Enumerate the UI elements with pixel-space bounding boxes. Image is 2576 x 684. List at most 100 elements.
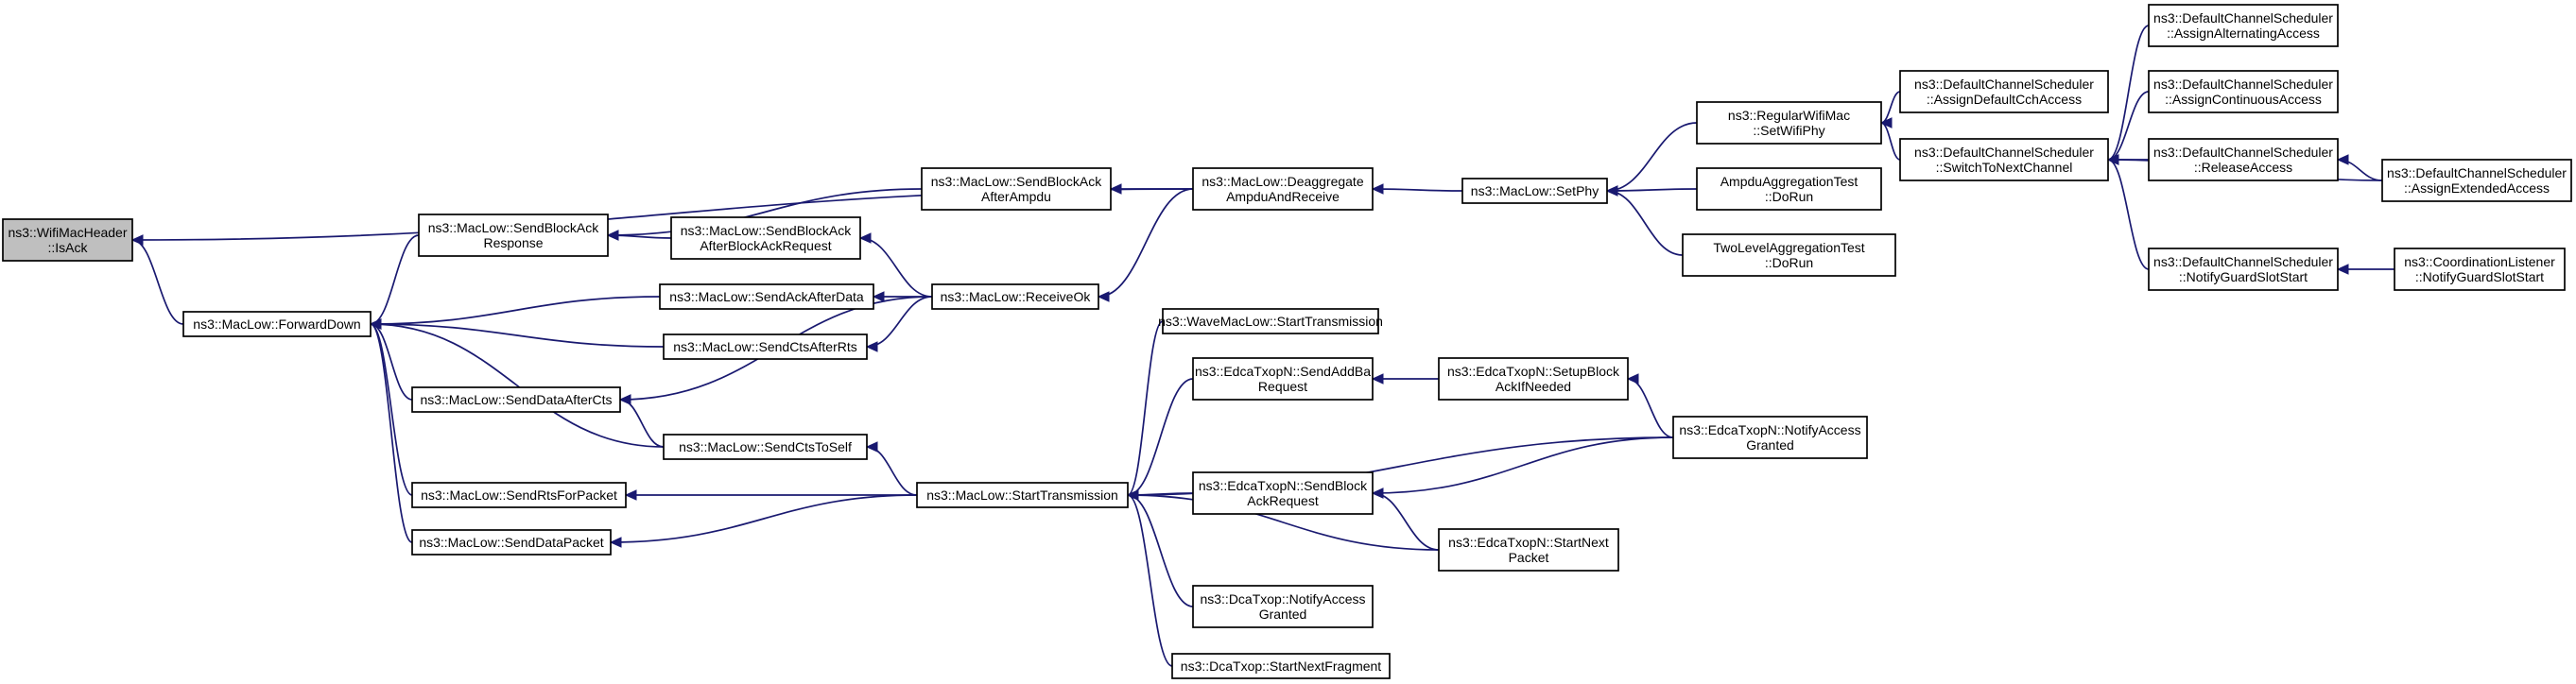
node-label: ns3::MacLow::SendBlockAck [681, 223, 853, 238]
node-box [1192, 167, 1374, 211]
node-label: ns3::CoordinationListener [2404, 254, 2555, 269]
arrowhead [2106, 154, 2119, 165]
node-receiveok[interactable]: ns3::MacLow::ReceiveOk [931, 283, 1099, 310]
node-label: ::ReleaseAccess [2194, 160, 2292, 175]
node-assigncontinuous[interactable]: ns3::DefaultChannelScheduler::AssignCont… [2148, 70, 2339, 113]
edge-starttransmission-to-senddatapacket [610, 494, 918, 543]
node-label: TwoLevelAggregationTest [1713, 240, 1864, 255]
node-senddatapacket[interactable]: ns3::MacLow::SendDataPacket [411, 529, 612, 556]
edge-twoleveltest-to-setphy [1606, 190, 1684, 256]
node-box [2394, 248, 2566, 291]
node-label: ns3::DefaultChannelScheduler [1914, 145, 2094, 160]
node-wavemaclow[interactable]: ns3::WaveMacLow::StartTransmission [1158, 308, 1383, 334]
call-edges [130, 25, 2394, 667]
node-label: ns3::EdcaTxopN::StartNext [1448, 535, 1609, 550]
node-label: AmpduAggregationTest [1720, 174, 1859, 189]
node-box [1672, 416, 1868, 459]
node-sendblockackafterbar[interactable]: ns3::MacLow::SendBlockAckAfterBlockAckRe… [670, 216, 861, 260]
arrowhead [865, 341, 878, 352]
node-twoleveltest[interactable]: TwoLevelAggregationTest::DoRun [1682, 233, 1896, 277]
node-box [670, 216, 861, 260]
node-assignalternating[interactable]: ns3::DefaultChannelScheduler::AssignAlte… [2148, 4, 2339, 47]
node-forwarddown[interactable]: ns3::MacLow::ForwardDown [182, 311, 372, 337]
node-label: ns3::MacLow::SendDataPacket [419, 535, 603, 550]
arrowhead [1626, 373, 1639, 385]
arrowhead [1109, 183, 1122, 195]
node-label: ::AssignDefaultCchAccess [1927, 92, 2082, 107]
edge-edcastartnext-to-starttransmission [1127, 494, 1440, 551]
arrowhead [1126, 489, 1139, 501]
node-label: ns3::EdcaTxopN::SetupBlock [1447, 364, 1620, 379]
node-label: AckRequest [1247, 493, 1319, 508]
arrowhead [865, 441, 878, 453]
node-sendrtsforpacket[interactable]: ns3::MacLow::SendRtsForPacket [411, 482, 627, 508]
node-box [659, 283, 874, 310]
node-label: AfterBlockAckRequest [700, 238, 831, 253]
node-label: ns3::DefaultChannelScheduler [2153, 10, 2333, 26]
edge-deaggregate-to-receiveok [1098, 188, 1194, 298]
node-setphy[interactable]: ns3::MacLow::SetPhy [1461, 178, 1608, 204]
node-sendctstoself[interactable]: ns3::MacLow::SendCtsToSelf [663, 434, 868, 460]
node-box [2148, 4, 2339, 47]
node-assignextended[interactable]: ns3::DefaultChannelScheduler::AssignExte… [2381, 159, 2572, 202]
node-label: ns3::DcaTxop::NotifyAccess [1200, 591, 1365, 607]
node-label: ns3::MacLow::ReceiveOk [941, 289, 1092, 304]
node-label: ns3::MacLow::ForwardDown [193, 316, 360, 332]
arrowhead [858, 232, 872, 244]
node-root[interactable]: ns3::WifiMacHeader::IsAck [2, 218, 133, 262]
node-box [1682, 233, 1896, 277]
node-label: ns3::DefaultChannelScheduler [2153, 145, 2333, 160]
edge-sendaddba-to-starttransmission [1127, 378, 1194, 496]
node-starttransmission[interactable]: ns3::MacLow::StartTransmission [916, 482, 1129, 508]
arrowhead [369, 318, 382, 330]
edge-sendctsafterrts-to-forwarddown [370, 323, 665, 348]
node-sendctsafterrts[interactable]: ns3::MacLow::SendCtsAfterRts [663, 333, 868, 360]
node-notifyguard[interactable]: ns3::DefaultChannelScheduler::NotifyGuar… [2148, 248, 2339, 291]
node-box [2148, 138, 2339, 181]
node-box [1438, 357, 1629, 401]
node-label: ns3::MacLow::SetPhy [1471, 183, 1599, 198]
node-coordlistener[interactable]: ns3::CoordinationListener::NotifyGuardSl… [2394, 248, 2566, 291]
node-box [418, 214, 609, 257]
node-label: AmpduAndReceive [1226, 189, 1340, 204]
node-assigndefaultcch[interactable]: ns3::DefaultChannelScheduler::AssignDefa… [1899, 70, 2109, 113]
node-label: ::AssignExtendedAccess [2404, 180, 2550, 196]
node-label: ::DoRun [1765, 189, 1813, 204]
edge-edcanotify-to-sendblockackrequest [1372, 436, 1674, 494]
arrowhead [1371, 373, 1384, 385]
node-box [1162, 308, 1379, 334]
node-dcastartnext[interactable]: ns3::DcaTxop::StartNextFragment [1171, 653, 1391, 679]
node-label: AfterAmpdu [981, 189, 1051, 204]
node-label: ns3::MacLow::SendBlockAck [428, 220, 600, 235]
node-setwifiphy[interactable]: ns3::RegularWifiMac::SetWifiPhy [1696, 101, 1882, 145]
node-box [663, 434, 868, 460]
node-senddataafterCts[interactable]: ns3::MacLow::SendDataAfterCts [411, 386, 621, 413]
node-box [411, 386, 621, 413]
node-box [1438, 528, 1619, 572]
node-releaseaccess[interactable]: ns3::DefaultChannelScheduler::ReleaseAcc… [2148, 138, 2339, 181]
edge-forwarddown-to-root [131, 239, 184, 325]
node-label: ns3::MacLow::SendCtsAfterRts [673, 339, 857, 354]
node-sendackafterdata[interactable]: ns3::MacLow::SendAckAfterData [659, 283, 874, 310]
node-box [1192, 585, 1374, 628]
edge-senddatapacket-to-forwarddown [370, 323, 413, 543]
node-switchtonext[interactable]: ns3::DefaultChannelScheduler::SwitchToNe… [1899, 138, 2109, 181]
node-box [411, 529, 612, 556]
call-nodes: ns3::WifiMacHeader::IsAckns3::MacLow::Fo… [2, 4, 2572, 679]
node-label: ns3::DcaTxop::StartNextFragment [1181, 658, 1382, 674]
edge-sendrtsforpacket-to-forwarddown [370, 323, 413, 496]
node-box [916, 482, 1129, 508]
node-ampdutest[interactable]: AmpduAggregationTest::DoRun [1696, 167, 1882, 211]
arrowhead [1879, 117, 1893, 128]
node-label: ::NotifyGuardSlotStart [2179, 269, 2308, 284]
